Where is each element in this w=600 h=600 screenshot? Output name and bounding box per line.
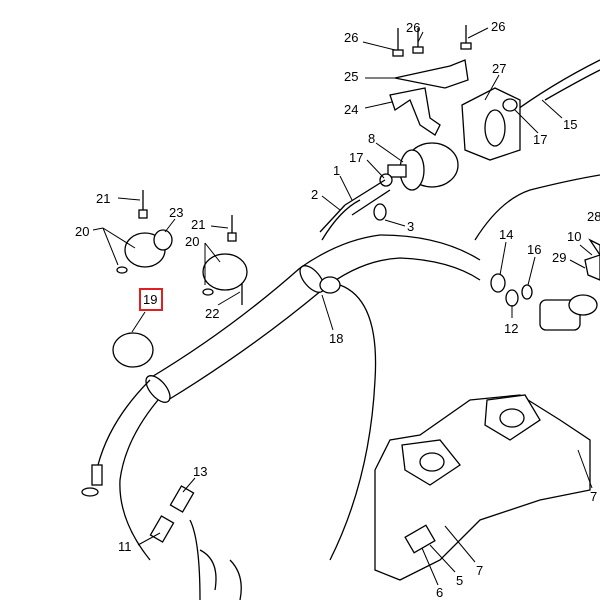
callout-26: 26	[344, 30, 358, 45]
callout-14: 14	[499, 227, 513, 242]
fuel-pump-right	[539, 238, 600, 331]
callout-5: 5	[456, 573, 463, 588]
callout-10: 10	[567, 229, 581, 244]
callout-19[interactable]: 19	[143, 292, 157, 307]
callout-20: 20	[185, 234, 199, 249]
manifold	[374, 394, 591, 581]
highlight-box	[139, 288, 163, 311]
hose-1-2	[319, 179, 391, 233]
callout-16: 16	[527, 242, 541, 257]
callout-15: 15	[563, 117, 577, 132]
bolts	[138, 25, 472, 305]
callout-20: 20	[75, 224, 89, 239]
callout-6: 6	[436, 585, 443, 600]
callout-17: 17	[349, 150, 363, 165]
callout-21: 21	[191, 217, 205, 232]
callout-28: 28	[587, 209, 600, 224]
callout-25: 25	[344, 69, 358, 84]
callout-labels: 26 26 26 25 27 24 15 17 8 17 1 2 3 21 23…	[75, 19, 600, 600]
fuel-filter	[387, 142, 459, 191]
callout-2: 2	[311, 187, 318, 202]
callout-23: 23	[169, 205, 183, 220]
clamps	[81, 98, 583, 528]
small-hoses	[91, 464, 242, 600]
callout-1: 1	[333, 163, 340, 178]
callout-24: 24	[344, 102, 358, 117]
callout-27: 27	[492, 61, 506, 76]
bracket-24-shape	[389, 87, 441, 136]
leader-lines	[92, 27, 593, 586]
callout-3: 3	[407, 219, 414, 234]
callout-26: 26	[491, 19, 505, 34]
callout-7: 7	[590, 489, 597, 504]
callout-8: 8	[368, 131, 375, 146]
callout-13: 13	[193, 464, 207, 479]
callout-17: 17	[533, 132, 547, 147]
callout-26: 26	[406, 20, 420, 35]
callout-11: 11	[118, 539, 132, 554]
callout-18: 18	[329, 331, 343, 346]
callout-29: 29	[552, 250, 566, 265]
callout-12: 12	[504, 321, 518, 336]
callout-21: 21	[96, 191, 110, 206]
callout-7: 7	[476, 563, 483, 578]
callout-22: 22	[205, 306, 219, 321]
